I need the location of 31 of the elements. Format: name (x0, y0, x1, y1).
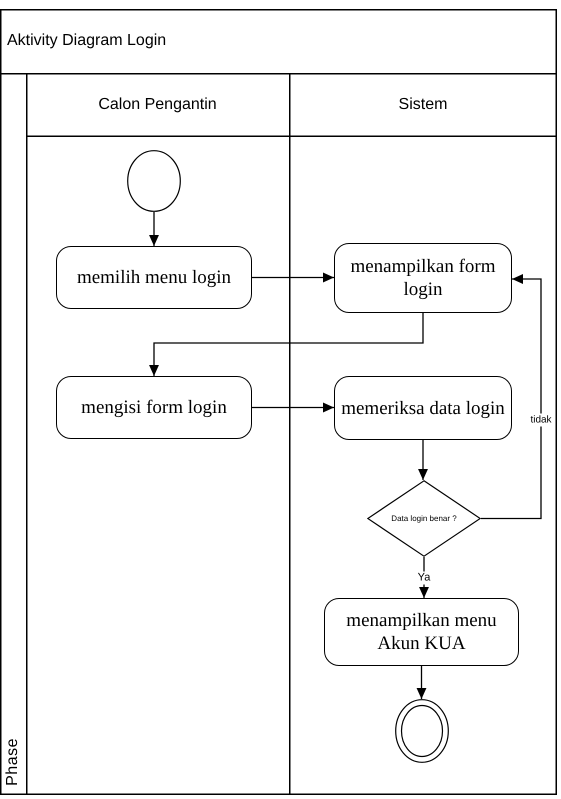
edge-label: tidak (529, 414, 553, 427)
action-text: mengisi form login (81, 396, 227, 419)
flow-arrow (481, 274, 542, 520)
flow-arrow (416, 666, 426, 699)
swimlane (26, 73, 289, 795)
action-text: menampilkan menu Akun KUA (345, 609, 498, 655)
initial-node (127, 150, 181, 212)
final-node (395, 699, 449, 763)
action-node (334, 376, 512, 440)
lane-header: Sistem (289, 73, 557, 137)
flow-arrow (419, 557, 429, 598)
action-node (56, 376, 252, 439)
flow-arrow (252, 272, 334, 282)
phase-label: Phase (4, 738, 22, 786)
pool-frame (0, 9, 557, 795)
action-node (334, 243, 512, 313)
flow-arrow (149, 313, 424, 376)
pool-title: Aktivity Diagram Login (7, 31, 166, 51)
edge-label: Ya (416, 571, 432, 584)
action-text: menampilkan form login (349, 255, 497, 301)
action-text: memilih menu login (76, 266, 232, 289)
action-node (324, 598, 519, 666)
lane-header: Calon Pengantin (26, 73, 289, 137)
action-node (56, 246, 252, 309)
flow-arrow (418, 440, 428, 480)
decision-diamond (367, 480, 481, 557)
action-text: memeriksa data login (341, 396, 505, 420)
flow-arrow (252, 402, 334, 412)
flow-arrow (149, 212, 159, 246)
decision-text: Data login benar ? (391, 514, 457, 524)
swimlane (289, 73, 557, 795)
